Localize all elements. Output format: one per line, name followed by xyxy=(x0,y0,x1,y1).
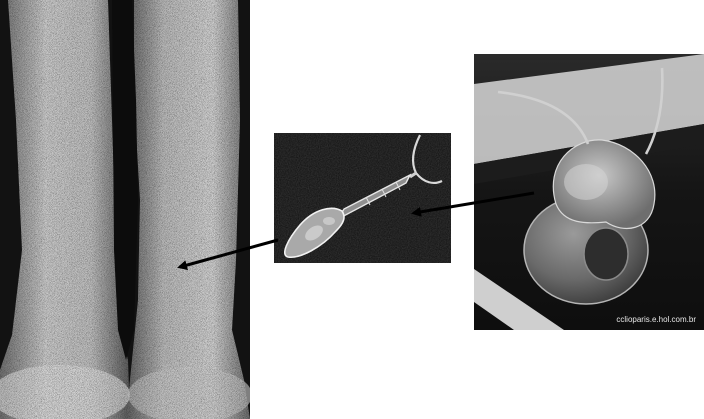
photo-credit: cclioparis.e.hol.com.br xyxy=(616,315,696,324)
freshwater-snail-photo: cclioparis.e.hol.com.br xyxy=(474,54,704,330)
snail-photo-icon xyxy=(474,54,704,330)
cercaria-larva-photo xyxy=(274,133,451,263)
legs-photo-icon xyxy=(0,0,250,419)
cercaria-photo-icon xyxy=(274,133,451,263)
legs-skin-photo xyxy=(0,0,250,419)
